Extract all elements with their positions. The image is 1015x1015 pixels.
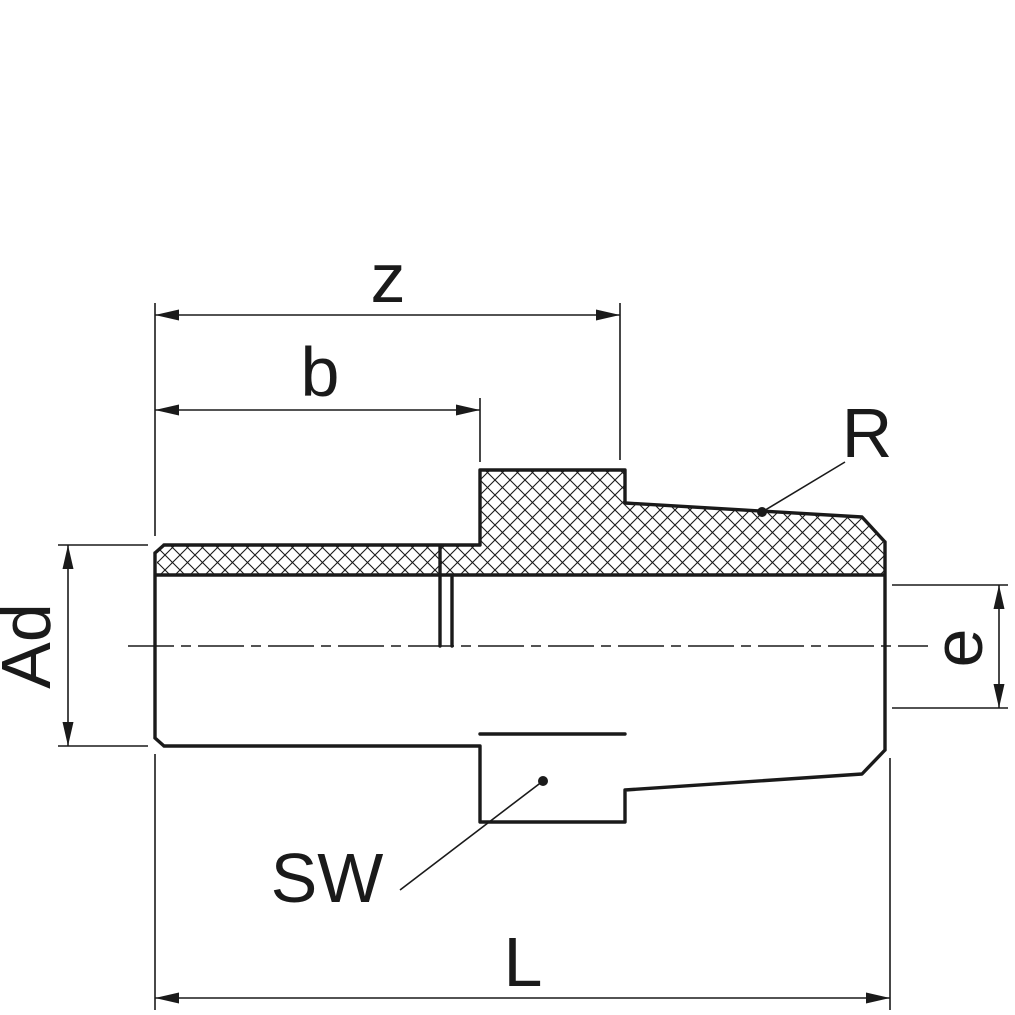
leader-line-sw <box>399 780 544 891</box>
dimension-b: b <box>155 333 481 462</box>
dimension-ad: Ad <box>0 544 148 747</box>
leader-line-r <box>761 461 846 513</box>
dimension-l: L <box>154 754 891 1010</box>
leader-sw: SW <box>271 776 548 917</box>
section-hatch-group <box>157 470 885 575</box>
hatch-left-sleeve-section <box>157 545 480 575</box>
dimension-label-r: R <box>842 394 893 472</box>
fitting-body-outline <box>153 468 887 824</box>
dimension-label-z: z <box>371 239 406 317</box>
dimension-label-sw: SW <box>271 839 384 917</box>
dimension-z: z <box>154 239 621 536</box>
dimension-label-l: L <box>504 923 543 1001</box>
dimension-label-b: b <box>301 333 340 411</box>
part-outline-group <box>153 468 887 824</box>
leader-dot-sw <box>538 776 548 786</box>
dimension-label-e: e <box>919 629 997 668</box>
hatch-hex-collar-section <box>480 470 625 575</box>
leader-dot-r <box>757 507 767 517</box>
dimension-e: e <box>892 584 1008 709</box>
leader-r: R <box>757 394 892 517</box>
dimension-label-ad: Ad <box>0 603 65 689</box>
hatch-taper-thread-section <box>625 503 885 575</box>
